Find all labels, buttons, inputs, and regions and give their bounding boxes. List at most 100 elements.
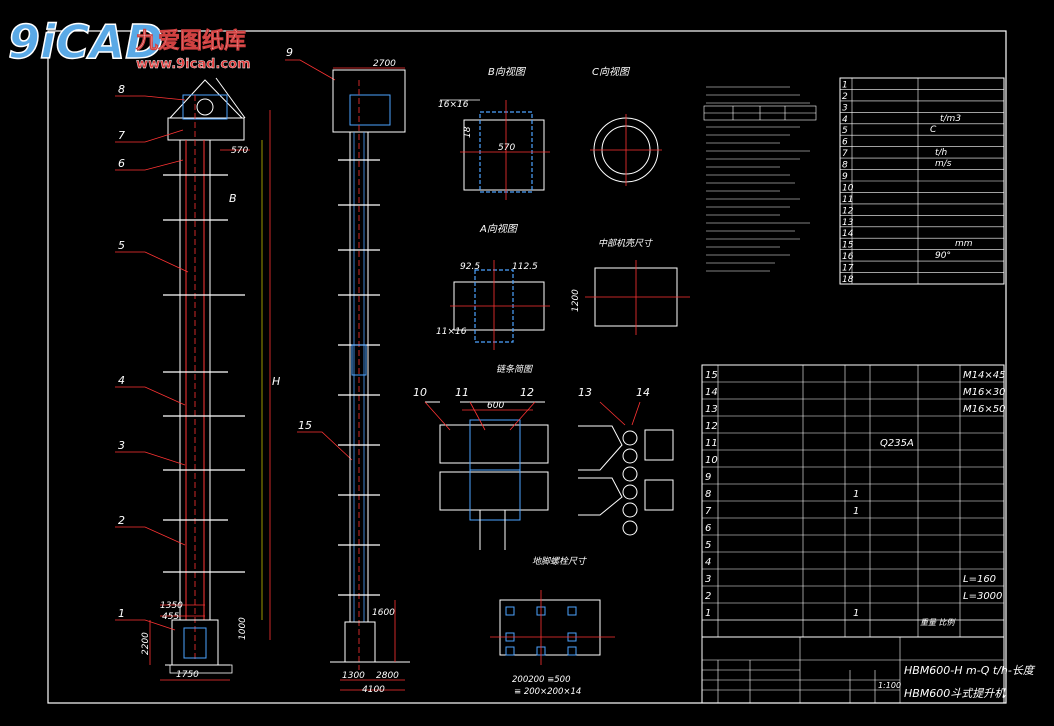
balloon-14: 14 bbox=[636, 386, 650, 399]
parts-row-number: 1 bbox=[705, 608, 711, 619]
dim-1200: 1200 bbox=[571, 289, 581, 312]
base-dim-line1: 200200 ≡500 bbox=[512, 675, 571, 685]
title-drawing-name: HBM600斗式提升机 bbox=[904, 687, 1006, 700]
a-view-title: A向视图 bbox=[479, 223, 519, 235]
elevator-front-view bbox=[149, 77, 271, 681]
balloon-8: 8 bbox=[118, 83, 125, 96]
balloon-13: 13 bbox=[578, 386, 592, 399]
dim-11x16: 11×16 bbox=[436, 327, 467, 337]
casing-section-view bbox=[585, 260, 690, 335]
base-plate-view bbox=[490, 590, 615, 665]
parts-row-spec: M14×45 bbox=[963, 370, 1005, 381]
chain-view-title: 链条简图 bbox=[496, 364, 534, 375]
param-row-number: 8 bbox=[842, 161, 848, 171]
title-ratio: 1:100 bbox=[878, 681, 901, 690]
dim-1750: 1750 bbox=[176, 670, 199, 680]
site-watermark: 9iCAD 九爱图纸库 www.9icad.com bbox=[7, 14, 251, 72]
parts-row-number: 3 bbox=[705, 574, 711, 585]
balloon-10: 10 bbox=[413, 386, 427, 399]
dim-16x16: 16×16 bbox=[438, 100, 469, 110]
param-unit-temp: C bbox=[930, 125, 937, 135]
title-block bbox=[701, 636, 1005, 704]
dim-112-5: 112.5 bbox=[512, 262, 538, 272]
dim-2700: 2700 bbox=[373, 59, 396, 69]
parts-row-qty: 1 bbox=[853, 489, 859, 500]
b-view bbox=[440, 99, 550, 200]
param-row-number: 2 bbox=[842, 92, 848, 102]
param-row-number: 18 bbox=[842, 275, 854, 285]
param-row-number: 14 bbox=[842, 229, 854, 239]
param-row-number: 9 bbox=[842, 172, 848, 182]
parts-row-number: 6 bbox=[705, 523, 711, 534]
dim-B: B bbox=[229, 192, 237, 205]
parts-row-number: 12 bbox=[705, 421, 718, 432]
leader-lines bbox=[115, 59, 353, 631]
param-row-number: 6 bbox=[842, 138, 848, 148]
dim-92-5: 92.5 bbox=[460, 262, 480, 272]
param-unit-density: t/m3 bbox=[940, 114, 961, 124]
balloon-6: 6 bbox=[118, 157, 125, 170]
param-row-number: 12 bbox=[842, 206, 854, 216]
parts-row-number: 7 bbox=[705, 506, 712, 517]
parts-row-number: 5 bbox=[705, 540, 711, 551]
param-row-number: 10 bbox=[842, 183, 854, 193]
param-row-number: 17 bbox=[842, 264, 854, 274]
parts-row-number: 13 bbox=[705, 404, 718, 415]
c-view bbox=[590, 114, 662, 186]
dim-600: 600 bbox=[487, 401, 504, 411]
param-row-number: 5 bbox=[842, 126, 848, 136]
param-row-number: 4 bbox=[842, 115, 848, 125]
balloon-1: 1 bbox=[118, 607, 125, 620]
param-row-number: 1 bbox=[842, 80, 848, 90]
parts-row-spec: M16×50 bbox=[963, 404, 1005, 415]
a-view bbox=[450, 260, 550, 350]
dim-570-left: 570 bbox=[231, 146, 248, 156]
parts-row-spec: L=160 bbox=[963, 574, 996, 585]
parts-row-number: 9 bbox=[705, 472, 711, 483]
param-row-number: 16 bbox=[842, 252, 854, 262]
dim-1000: 1000 bbox=[238, 617, 248, 640]
balloon-9: 9 bbox=[286, 46, 293, 59]
watermark-url: www.9icad.com bbox=[136, 57, 251, 72]
parts-row-number: 15 bbox=[705, 370, 718, 381]
parts-row-number: 2 bbox=[705, 591, 711, 602]
chain-detail bbox=[424, 401, 674, 550]
watermark-site-name: 九爱图纸库 bbox=[135, 28, 246, 54]
param-row-number: 11 bbox=[842, 195, 853, 205]
casing-view-title: 中部机壳尺寸 bbox=[598, 238, 653, 249]
outer-border bbox=[47, 30, 1007, 704]
balloon-3: 3 bbox=[118, 439, 125, 452]
param-unit-mm: mm bbox=[955, 239, 973, 249]
dim-18: 18 bbox=[463, 126, 473, 138]
parts-row-number: 4 bbox=[705, 557, 711, 568]
balloon-5: 5 bbox=[118, 239, 125, 252]
parts-row-number: 10 bbox=[705, 455, 718, 466]
balloon-11: 11 bbox=[455, 386, 469, 399]
parts-row-spec: Q235A bbox=[880, 438, 914, 449]
base-view-title: 地脚螺栓尺寸 bbox=[532, 556, 587, 567]
base-dim-line2: ≡ 200×200×14 bbox=[514, 687, 581, 697]
dim-H: H bbox=[272, 375, 280, 388]
param-row-number: 13 bbox=[842, 218, 854, 228]
elevator-side-view bbox=[330, 67, 410, 691]
dim-2800: 2800 bbox=[376, 671, 399, 681]
param-row-number: 7 bbox=[842, 149, 848, 159]
balloon-7: 7 bbox=[118, 129, 125, 142]
balloon-12: 12 bbox=[520, 386, 534, 399]
parts-row-number: 8 bbox=[705, 489, 711, 500]
balloon-2: 2 bbox=[118, 514, 125, 527]
dim-1300: 1300 bbox=[342, 671, 365, 681]
balloon-4: 4 bbox=[118, 374, 125, 387]
dim-570-b: 570 bbox=[498, 143, 515, 153]
dim-2200: 2200 bbox=[141, 632, 151, 655]
title-mass-label: 重量 比例 bbox=[920, 618, 957, 627]
balloon-15: 15 bbox=[298, 419, 312, 432]
dim-1350: 1350 bbox=[160, 601, 183, 611]
param-unit-speed: m/s bbox=[935, 159, 952, 169]
technical-notes bbox=[703, 86, 817, 272]
param-row-number: 15 bbox=[842, 241, 854, 251]
parts-row-qty: 1 bbox=[853, 608, 859, 619]
dim-4100: 4100 bbox=[362, 685, 385, 695]
title-model: HBM600-H m-Q t/h-长度 bbox=[904, 664, 1036, 677]
